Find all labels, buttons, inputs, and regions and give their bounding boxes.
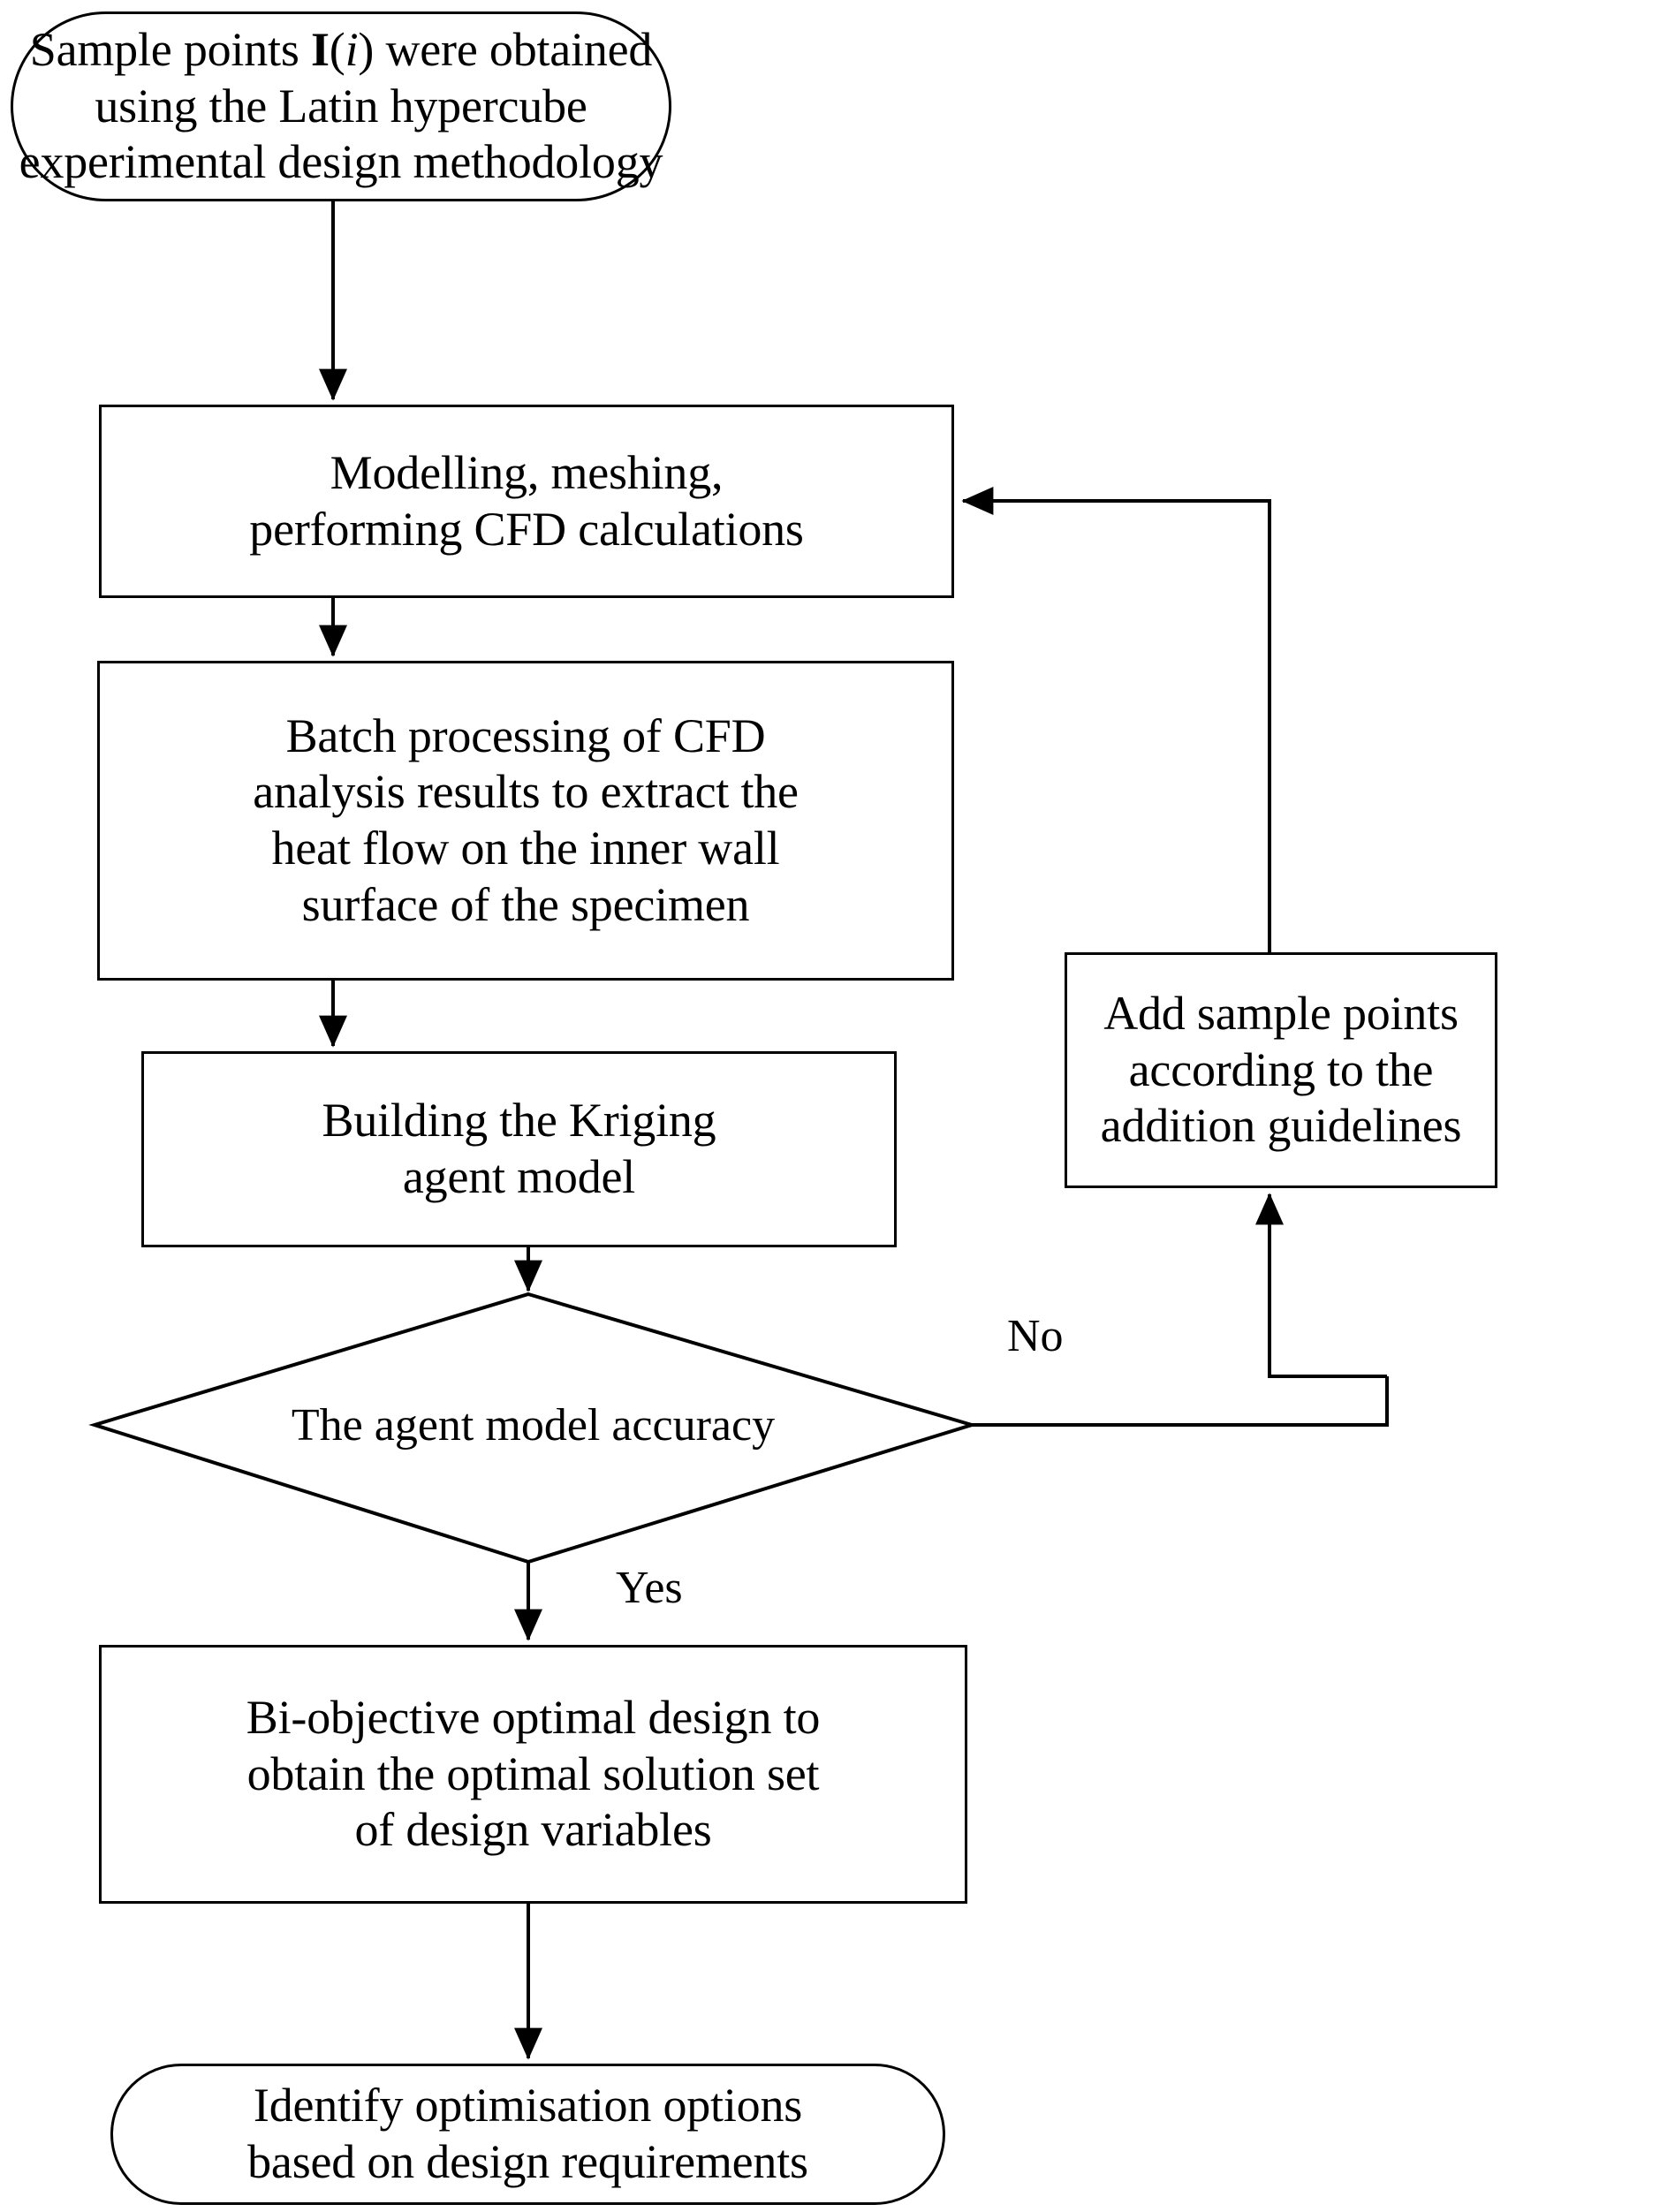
node-start-line3: experimental design methodology [19, 135, 663, 189]
edge-label-yes: Yes [616, 1565, 683, 1611]
start-line1-post: ) were obtained [358, 22, 653, 76]
start-line1-mid: ( [329, 22, 345, 76]
node-start[interactable]: Sample points I(i) were obtained using t… [11, 11, 671, 201]
node-add-sample-points[interactable]: Add sample points according to the addit… [1065, 952, 1497, 1188]
node-batch-line1: Batch processing of CFD [285, 708, 766, 762]
node-bi-objective-line1: Bi-objective optimal design to [246, 1690, 821, 1744]
node-batch-line3: heat flow on the inner wall [271, 822, 780, 875]
start-line1-ital: i [345, 22, 359, 76]
node-add-points-text: Add sample points according to the addit… [1067, 986, 1495, 1155]
edge-label-no: No [1007, 1314, 1064, 1360]
start-line1-bold: I [310, 22, 330, 76]
node-end-line2: based on design requirements [247, 2135, 808, 2188]
edge-no-branch-into-add-points [1255, 1193, 1387, 1378]
node-kriging-line1: Building the Kriging [322, 1094, 716, 1148]
node-bi-objective-design[interactable]: Bi-objective optimal design to obtain th… [99, 1645, 967, 1904]
node-bi-objective-line3: of design variables [354, 1803, 712, 1857]
edge-decision-no-to-add-points [972, 1376, 1389, 1427]
start-line1-pre: Sample points [29, 22, 311, 76]
node-end-line1: Identify optimisation options [253, 2079, 803, 2132]
node-batch-processing[interactable]: Batch processing of CFD analysis results… [97, 661, 954, 981]
node-start-text: Sample points I(i) were obtained using t… [13, 22, 669, 191]
node-batch-line2: analysis results to extract the [253, 765, 799, 819]
node-modelling[interactable]: Modelling, meshing, performing CFD calcu… [99, 405, 954, 598]
node-end-text: Identify optimisation options based on d… [113, 2078, 943, 2190]
edge-label-yes-text: Yes [616, 1563, 683, 1613]
node-bi-objective-text: Bi-objective optimal design to obtain th… [102, 1690, 965, 1859]
edge-label-no-text: No [1007, 1311, 1064, 1361]
node-modelling-line2: performing CFD calculations [249, 502, 804, 556]
edge-add-points-to-modelling [961, 487, 1271, 952]
node-start-line1: Sample points I(i) were obtained [29, 22, 653, 76]
node-batch-line4: surface of the specimen [301, 877, 750, 931]
node-add-points-line3: addition guidelines [1100, 1099, 1462, 1153]
node-add-points-line2: according to the [1128, 1042, 1434, 1096]
node-decision-label[interactable]: The agent model accuracy [95, 1403, 972, 1449]
node-modelling-line1: Modelling, meshing, [330, 445, 724, 499]
node-kriging-line2: agent model [402, 1150, 636, 1203]
node-modelling-text: Modelling, meshing, performing CFD calcu… [102, 445, 951, 557]
node-kriging-model[interactable]: Building the Kriging agent model [141, 1051, 897, 1247]
node-add-points-line1: Add sample points [1103, 986, 1459, 1040]
node-decision-text: The agent model accuracy [291, 1400, 776, 1451]
node-bi-objective-line2: obtain the optimal solution set [246, 1746, 820, 1800]
node-end[interactable]: Identify optimisation options based on d… [110, 2064, 945, 2205]
node-start-line2: using the Latin hypercube [95, 79, 587, 133]
decision-diamond [88, 1292, 978, 1564]
node-batch-text: Batch processing of CFD analysis results… [100, 708, 951, 934]
node-kriging-text: Building the Kriging agent model [144, 1093, 894, 1205]
